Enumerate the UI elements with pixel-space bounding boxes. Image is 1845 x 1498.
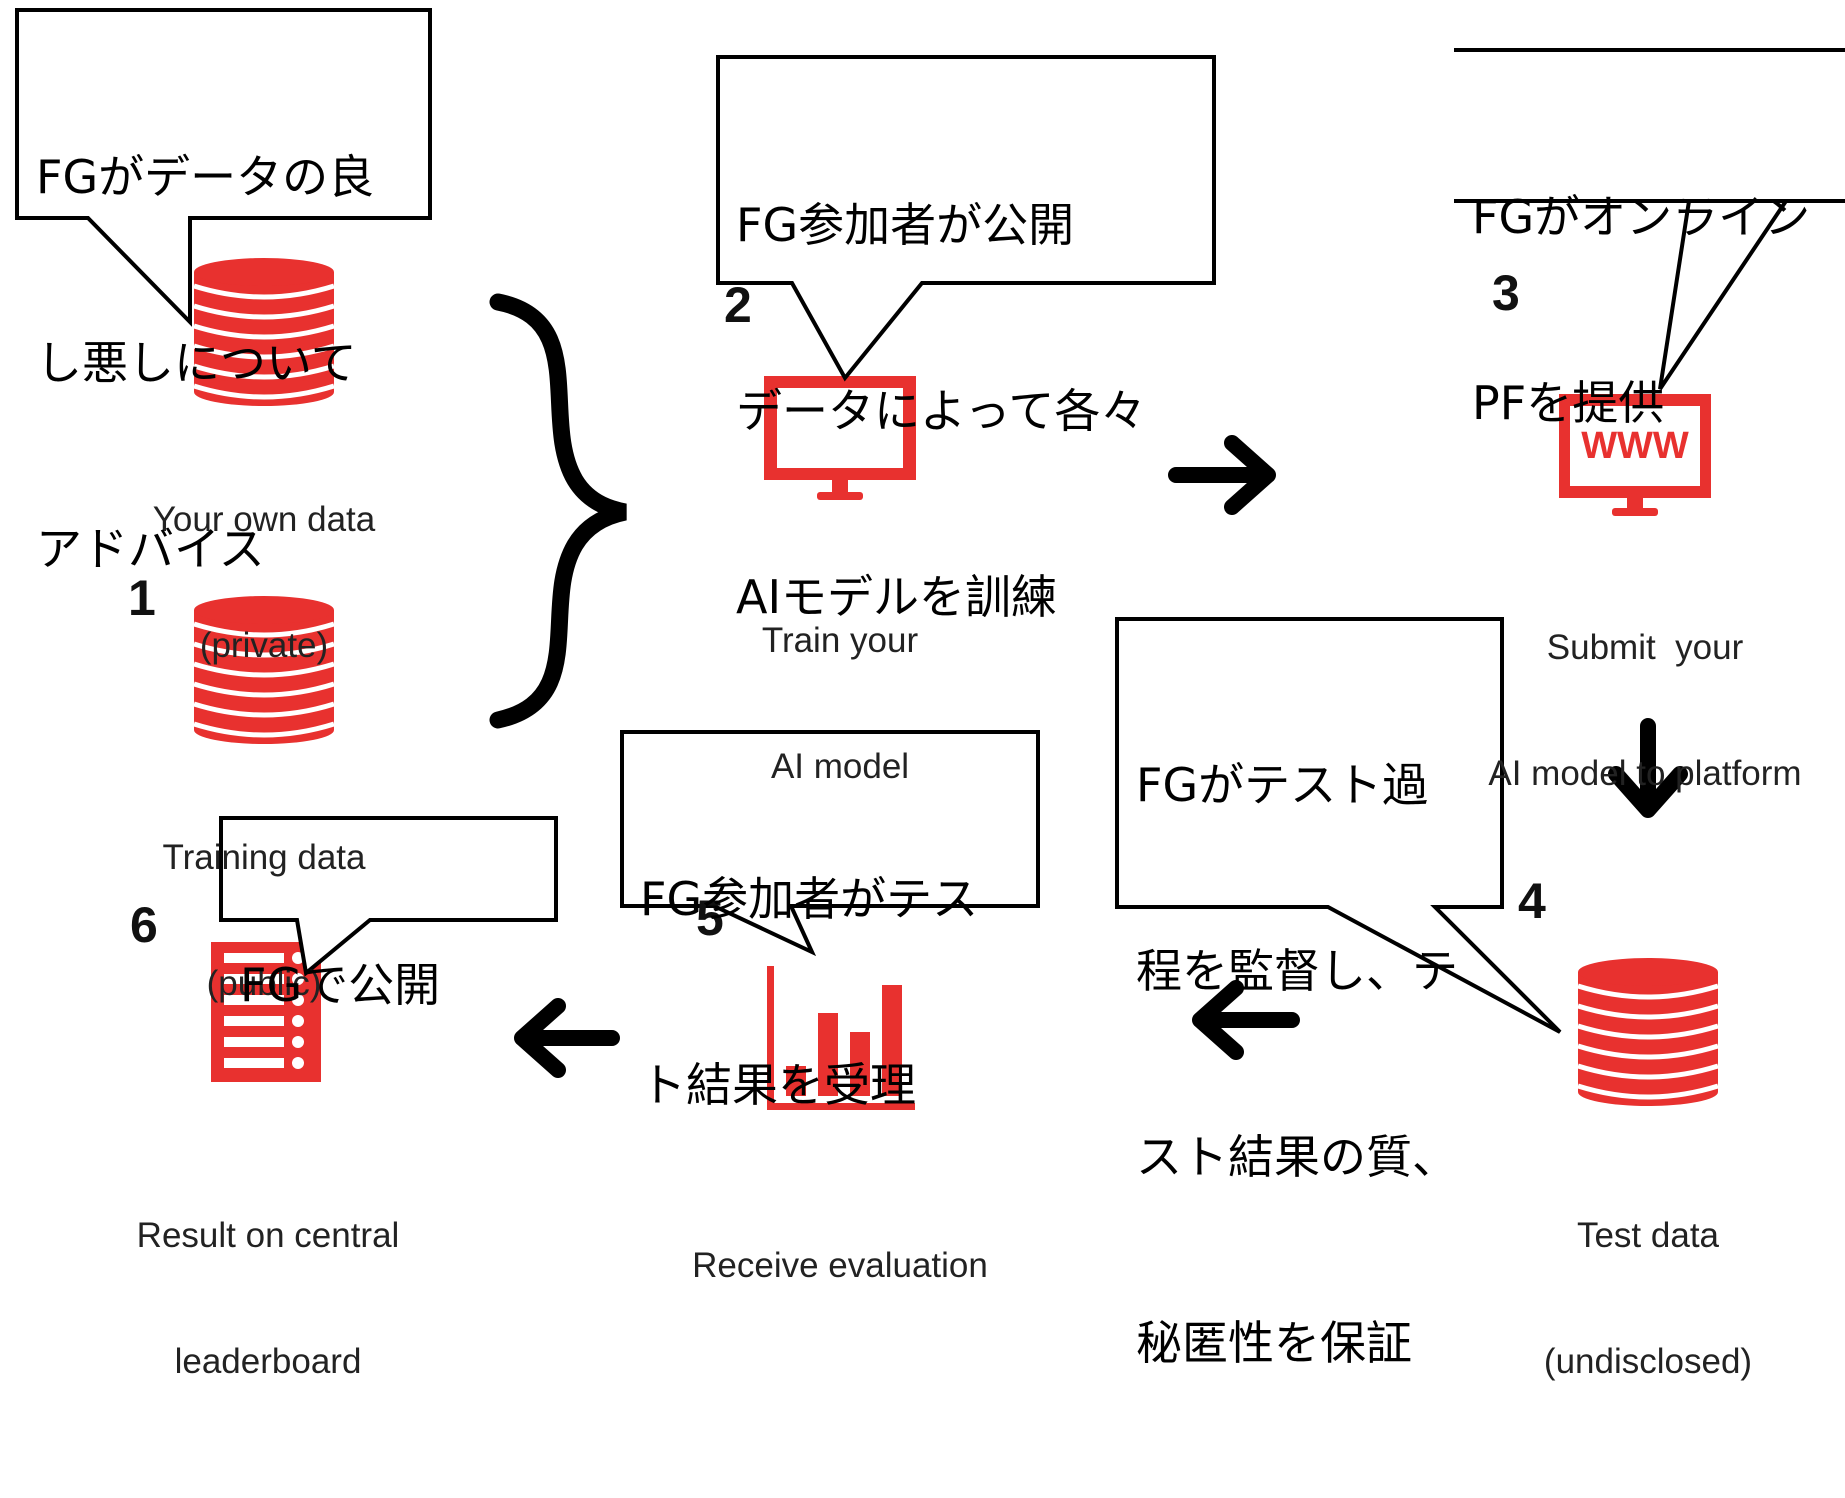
callout-5-line: ト結果を受理	[640, 1058, 916, 1112]
callout-4-line: 秘匿性を保証	[1136, 1316, 1412, 1370]
test-data-database-icon	[1578, 958, 1718, 1106]
checklist-icon	[211, 942, 321, 1082]
callout-3-text: FGがオンライン PFを提供	[1472, 62, 1810, 558]
own-data-label-line1: Your own data	[152, 500, 376, 539]
submit-model-label-line1: Submit your	[1546, 628, 1744, 667]
workflow-diagram: WWW	[15, 8, 1845, 1381]
leaderboard-label: Result on central leaderboard	[118, 1131, 418, 1467]
callout-2-bubble	[716, 55, 1216, 382]
step-number-5: 5	[696, 890, 724, 946]
own-data-label: Your own data (private)	[114, 415, 414, 751]
test-data-label-line2: (undisclosed)	[1543, 1342, 1753, 1381]
train-model-label-line2: AI model	[770, 747, 910, 786]
callout-1-text: FGがデータの良 し悪しについて アドバイス	[36, 22, 374, 704]
callout-4-line: 程を監督し、テ	[1136, 944, 1458, 998]
leaderboard-label-line1: Result on central	[136, 1216, 400, 1255]
monitor-www-icon: WWW	[1559, 394, 1711, 516]
step-number-2: 2	[724, 277, 752, 333]
evaluation-label-line1: Receive evaluation	[692, 1246, 988, 1285]
callout-3-bubble	[1454, 48, 1845, 391]
curly-brace	[489, 293, 627, 729]
callout-1-bubble	[15, 8, 432, 327]
step-number-3: 3	[1492, 265, 1520, 321]
diagram-graphics: WWW	[15, 8, 1845, 1110]
callout-3-line: FGがオンライン	[1472, 190, 1811, 244]
arrow-left-leaderboard-icon	[514, 998, 620, 1078]
callout-1-line: アドバイス	[36, 522, 265, 576]
arrow-left-evaluation-icon	[1192, 980, 1300, 1060]
callout-5-bubble	[620, 730, 1040, 957]
arrow-down-icon	[1608, 718, 1688, 818]
callout-5-line: FG参加者がテス	[640, 872, 979, 926]
test-data-label-line1: Test data	[1576, 1216, 1720, 1255]
callout-4-bubble	[1115, 617, 1562, 1034]
www-text: WWW	[1581, 425, 1689, 467]
submit-model-label: Submit your AI model to platform	[1445, 543, 1845, 879]
callout-6-text: FGで公開	[240, 830, 440, 1140]
training-data-label-line1: Training data	[162, 838, 366, 877]
callout-4-line: スト結果の質、	[1136, 1130, 1458, 1184]
bar-chart-icon	[767, 966, 915, 1110]
training-data-label-line2: (public)	[206, 964, 322, 1003]
callout-5-text: FG参加者がテス ト結果を受理	[640, 744, 978, 1240]
training-data-label: Training data (public)	[114, 753, 414, 1089]
step-number-6: 6	[130, 897, 158, 953]
train-model-label: Train your AI model	[690, 536, 990, 872]
step-number-1: 1	[128, 570, 156, 626]
train-model-label-line1: Train your	[761, 621, 919, 660]
arrow-right-icon	[1168, 435, 1276, 515]
step-number-4: 4	[1518, 873, 1546, 929]
monitor-icon	[764, 376, 916, 500]
callout-6-line: FGで公開	[240, 958, 441, 1012]
callout-1-line: し悪しについて	[36, 336, 357, 390]
leaderboard-label-line2: leaderboard	[174, 1342, 362, 1381]
callout-6-bubble	[219, 816, 558, 977]
callout-2-text: FG参加者が公開 データによって各々 AIモデルを訓練	[736, 70, 1146, 752]
test-data-label: Test data (undisclosed)	[1498, 1131, 1798, 1467]
callout-4-line: FGがテスト過	[1136, 758, 1429, 812]
callout-2-line: データによって各々	[736, 384, 1147, 438]
own-data-label-line2: (private)	[199, 626, 329, 665]
callout-4-text: FGがテスト過 程を監督し、テ スト結果の質、 秘匿性を保証	[1136, 630, 1458, 1498]
callout-1-line: FGがデータの良	[36, 150, 375, 204]
callout-2-line: AIモデルを訓練	[736, 570, 1058, 624]
submit-model-label-line2: AI model to platform	[1488, 754, 1802, 793]
callout-2-line: FG参加者が公開	[736, 198, 1075, 252]
callout-3-line: PFを提供	[1472, 376, 1665, 430]
